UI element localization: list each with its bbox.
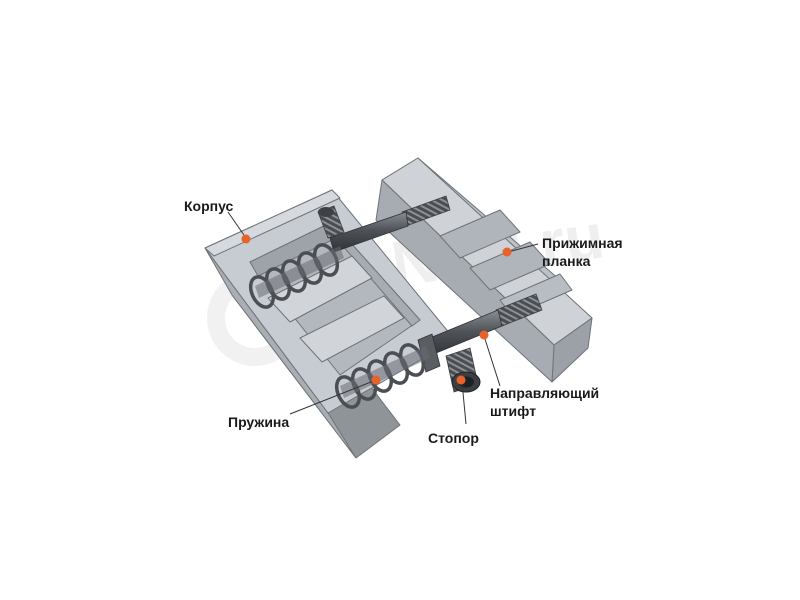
callout-stopor: Стопор [428, 375, 479, 446]
label-korpus: Корпус [184, 198, 234, 214]
label-spring: Пружина [228, 414, 289, 430]
label-pin-line2: штифт [490, 403, 536, 419]
callout-pin: Направляющий штифт [479, 330, 599, 419]
marker-stopor [456, 375, 466, 385]
label-plate-line2: планка [542, 253, 591, 269]
marker-spring [371, 375, 381, 385]
label-pin-line1: Направляющий [490, 385, 599, 401]
marker-korpus [241, 234, 251, 244]
marker-pin [479, 330, 489, 340]
spring-upper-core [255, 246, 344, 298]
callout-plate: Прижимная планка [502, 235, 623, 269]
label-stopor: Стопор [428, 430, 479, 446]
guide-pin-lower [417, 293, 543, 373]
label-plate-line1: Прижимная [542, 235, 623, 251]
guide-pin-upper [317, 195, 451, 253]
stopper-screw [445, 347, 481, 393]
marker-plate [502, 247, 512, 257]
callout-korpus: Корпус [184, 198, 251, 244]
callout-spring: Пружина [228, 375, 381, 430]
